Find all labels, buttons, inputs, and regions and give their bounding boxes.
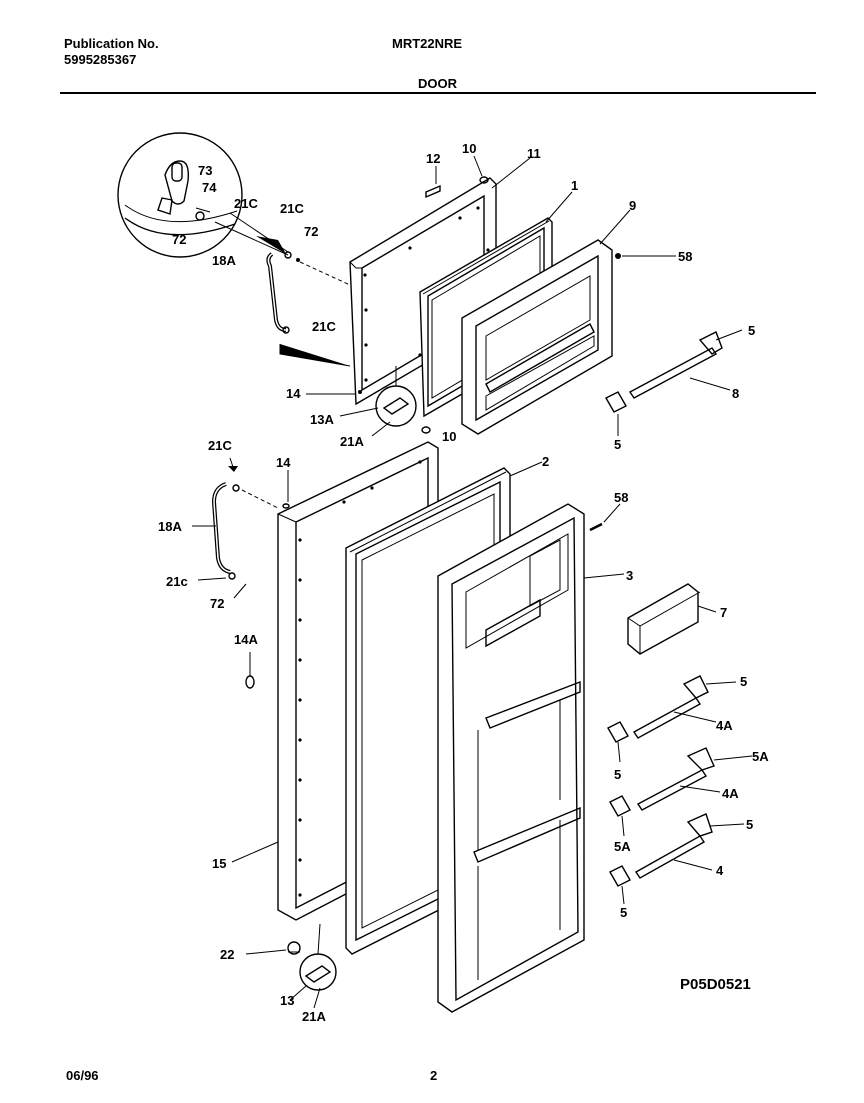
callout-labels: 73 74 21C 72 12 10 11 1 9 58 21C 72 18A …	[158, 141, 769, 1024]
hinge-cup-top	[358, 366, 417, 427]
callout-21a-top: 21A	[340, 434, 364, 449]
fresh-food-door-liner	[437, 503, 585, 1013]
callout-12: 12	[426, 151, 440, 166]
callout-5-d: 5	[614, 767, 621, 782]
callout-2: 2	[542, 454, 549, 469]
shelf-bar-4a-lower	[609, 747, 715, 817]
callout-4: 4	[716, 863, 724, 878]
shelf-bar-4	[609, 813, 713, 887]
shelf-bar-4a-upper	[607, 675, 709, 743]
callout-14a: 14A	[234, 632, 258, 647]
callout-18a-bottom: 18A	[158, 519, 182, 534]
hinge-cup-bottom	[299, 923, 337, 991]
handle-mount-inset	[117, 132, 289, 258]
callout-72-top: 72	[304, 224, 318, 239]
footer-date: 06/96	[66, 1068, 99, 1083]
footer-page-number: 2	[430, 1068, 438, 1083]
callout-1: 1	[571, 178, 578, 193]
callout-74: 74	[202, 180, 217, 195]
callout-73: 73	[198, 163, 212, 178]
screw-bottom	[589, 522, 603, 532]
callout-21c-top-lower: 21C	[312, 319, 336, 334]
callout-22: 22	[220, 947, 234, 962]
callout-8: 8	[732, 386, 739, 401]
dairy-door	[627, 583, 701, 655]
callout-13: 13	[280, 993, 294, 1008]
callout-5-f: 5	[620, 905, 627, 920]
callout-15: 15	[212, 856, 226, 871]
plug-button-bottom	[282, 503, 290, 509]
callout-3: 3	[626, 568, 633, 583]
callout-4a-2: 4A	[722, 786, 739, 801]
callout-21a-bottom: 21A	[302, 1009, 326, 1024]
callout-14-top: 14	[286, 386, 301, 401]
callout-14-bottom: 14	[276, 455, 291, 470]
callout-21c-top: 21C	[280, 201, 304, 216]
callout-5-b: 5	[614, 437, 621, 452]
publication-number: 5995285367	[64, 52, 137, 67]
plug-button	[479, 176, 489, 184]
header-rule	[60, 92, 816, 94]
door-stop	[287, 941, 301, 955]
freezer-shelf-bar	[605, 331, 723, 413]
plug-14a	[245, 675, 255, 689]
callout-13a: 13A	[310, 412, 334, 427]
cover-part	[425, 184, 441, 199]
callout-21c-inset: 21C	[234, 196, 258, 211]
screw-top	[615, 253, 676, 259]
callout-5-e: 5	[746, 817, 753, 832]
callout-4a-1: 4A	[716, 718, 733, 733]
callout-21c-lower: 21c	[166, 574, 188, 589]
fresh-food-door-handle	[211, 457, 279, 580]
section-title: DOOR	[418, 76, 457, 91]
callout-5-c: 5	[740, 674, 747, 689]
freezer-door-handle	[266, 251, 351, 367]
callout-5a-2: 5A	[614, 839, 631, 854]
callout-5-a: 5	[748, 323, 755, 338]
freezer-door-liner	[461, 239, 613, 435]
publication-label: Publication No.	[64, 36, 159, 51]
callout-10-mid: 10	[442, 429, 456, 444]
callout-5a-1: 5A	[752, 749, 769, 764]
plug-button-mid	[421, 426, 431, 434]
callout-58-top: 58	[678, 249, 692, 264]
callout-21c-bottom: 21C	[208, 438, 232, 453]
callout-7: 7	[720, 605, 727, 620]
callout-72-inset: 72	[172, 232, 186, 247]
callout-10-top: 10	[462, 141, 476, 156]
callout-18a-top: 18A	[212, 253, 236, 268]
callout-9: 9	[629, 198, 636, 213]
callout-72-bottom: 72	[210, 596, 224, 611]
model-number: MRT22NRE	[392, 36, 463, 51]
figure-code: P05D0521	[680, 976, 751, 993]
callout-11: 11	[527, 146, 541, 161]
callout-58-bottom: 58	[614, 490, 628, 505]
leader-lines	[192, 155, 753, 1009]
